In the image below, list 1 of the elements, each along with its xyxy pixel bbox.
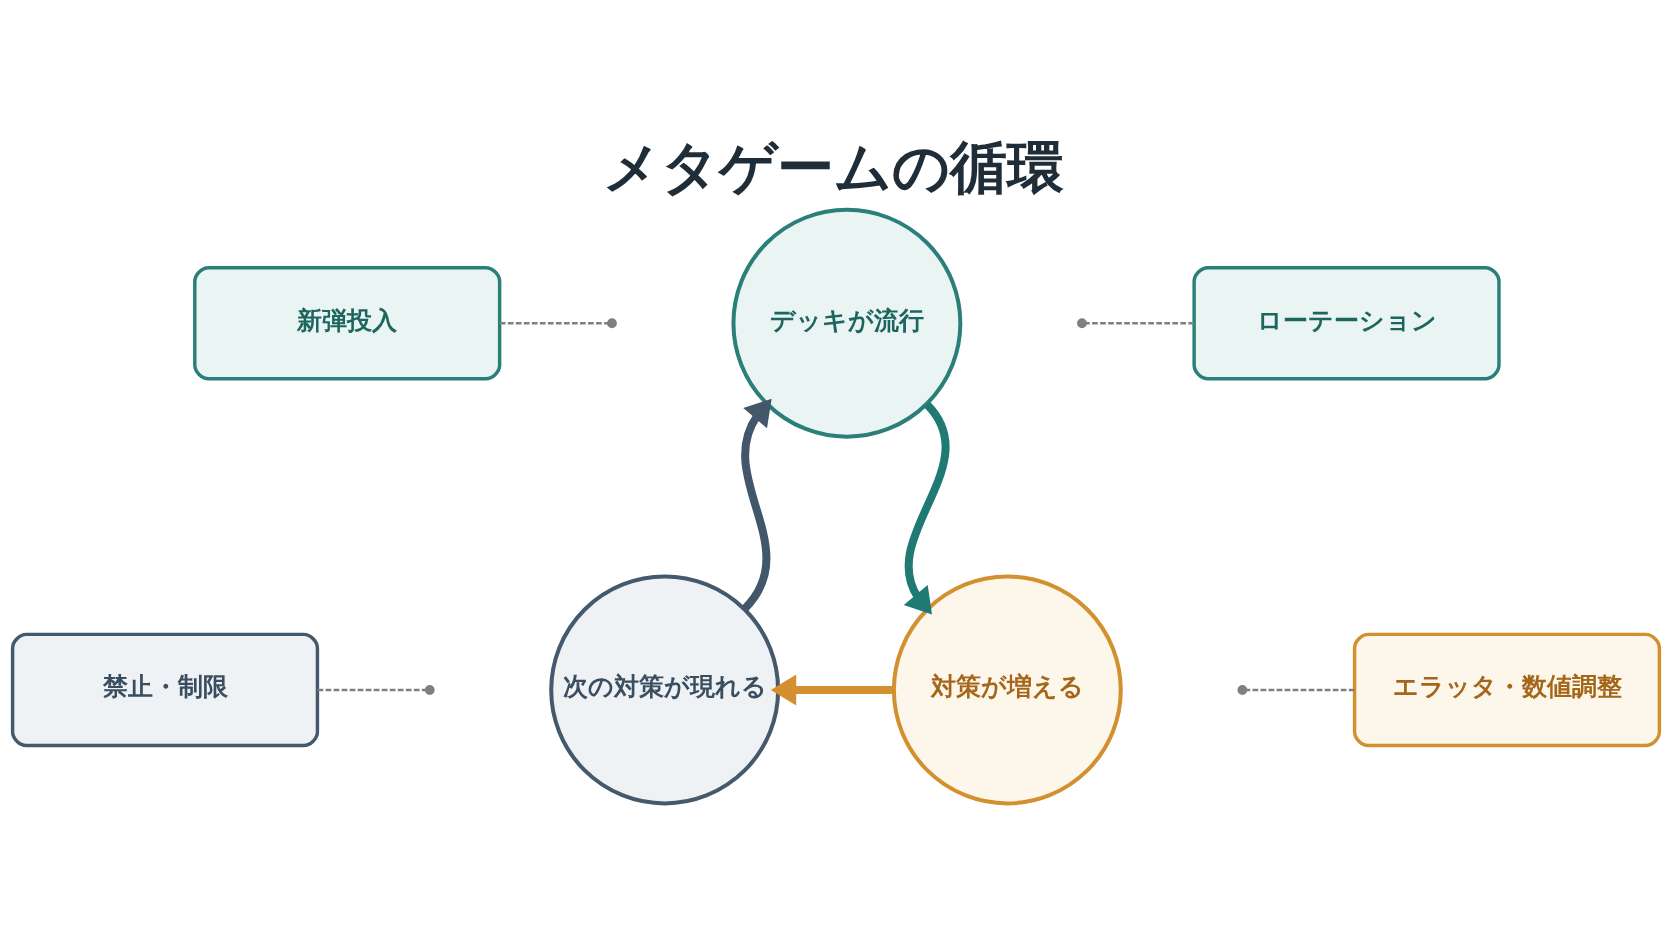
diagram-title: メタゲームの循環 <box>603 133 1065 201</box>
